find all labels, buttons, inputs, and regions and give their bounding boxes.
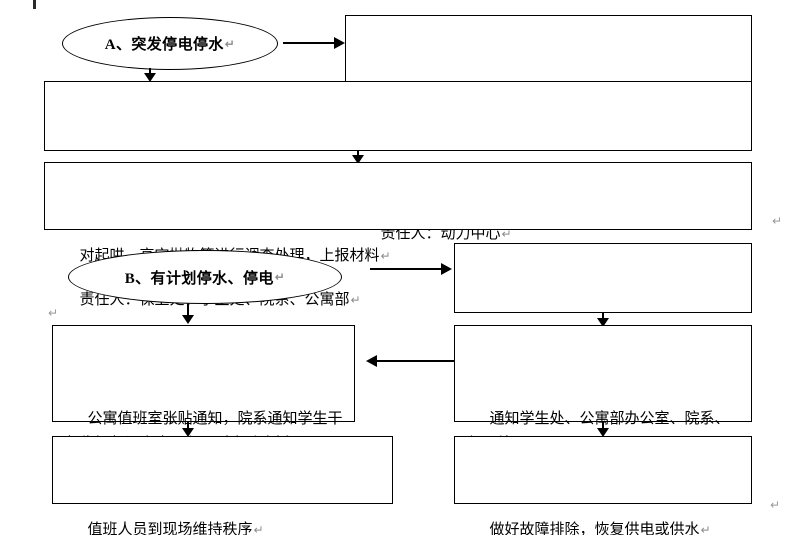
terminator-a-label: A、突发停电停水: [104, 37, 224, 53]
terminator-a[interactable]: A、突发停电停水↵: [62, 17, 278, 70]
box-a-step-1[interactable]: 迅速启用备用水、电（10 分钟内恢复供电）系统↵ 责任人：动力中心↵: [345, 15, 752, 242]
text-caret-artifact: [33, 0, 36, 9]
box-b-step-5-line-1: 做好故障排除，恢复供电或供水↵: [489, 522, 711, 535]
arrow-b-step3-to-step4: [180, 422, 196, 437]
box-b-step-4-line-1: 值班人员到现场维持秩序↵: [87, 522, 264, 535]
arrow-a-terminator-to-step1: [283, 35, 345, 51]
box-b-step-3[interactable]: 公寓值班室张贴通知，院系通知学生干部告知每间宿舍，必要时启动广播↵ 责任人：学生…: [52, 325, 355, 452]
box-a-step-3[interactable]: 对起哄、高空抛物等进行调查处理，上报材料↵ 责任人：院系、保卫处、学生处↵: [44, 162, 752, 389]
box-a-step-2[interactable]: 迅速到场，维持正常秩序↵ 责任人：保卫处、学生处、院系、公寓部↵: [44, 81, 752, 308]
box-b-step-4[interactable]: 值班人员到现场维持秩序↵ 责任人：院系、学生处、保卫处、公寓部↵: [52, 436, 393, 535]
arrow-b-step2-to-step3: [366, 353, 454, 369]
terminator-b[interactable]: B、有计划停水、停电↵: [68, 250, 342, 304]
paragraph-mark-left-middle: ↵: [48, 306, 59, 320]
box-b-step-1[interactable]: 制定临时供水供电方案↵ 责任人：动力中心↵: [454, 243, 752, 470]
arrow-a-step2-to-step3: [350, 151, 366, 164]
arrow-b-step1-to-step2: [595, 313, 611, 327]
terminator-a-mark: ↵: [224, 36, 236, 51]
paragraph-mark-right-upper: ↵: [772, 214, 783, 228]
box-b-step-2[interactable]: 通知学生处、公寓部办公室、院系、保卫处↵ 责任人：动力中心↵: [454, 325, 752, 452]
paragraph-mark-right-lower: ↵: [770, 498, 781, 512]
arrow-a-terminator-to-step2: [142, 68, 158, 82]
terminator-b-label: B、有计划停水、停电: [124, 270, 274, 287]
box-a-step-1-line-2: 责任人：动力中心↵: [380, 226, 512, 242]
terminator-b-mark: ↵: [274, 270, 286, 284]
box-b-step-5[interactable]: 做好故障排除，恢复供电或供水↵ 责任人：动力中心↵: [454, 436, 752, 535]
arrow-b-terminator-to-step1: [370, 261, 452, 277]
arrow-b-step2-to-step5: [595, 422, 611, 437]
arrow-b-terminator-to-step3: [180, 304, 196, 324]
